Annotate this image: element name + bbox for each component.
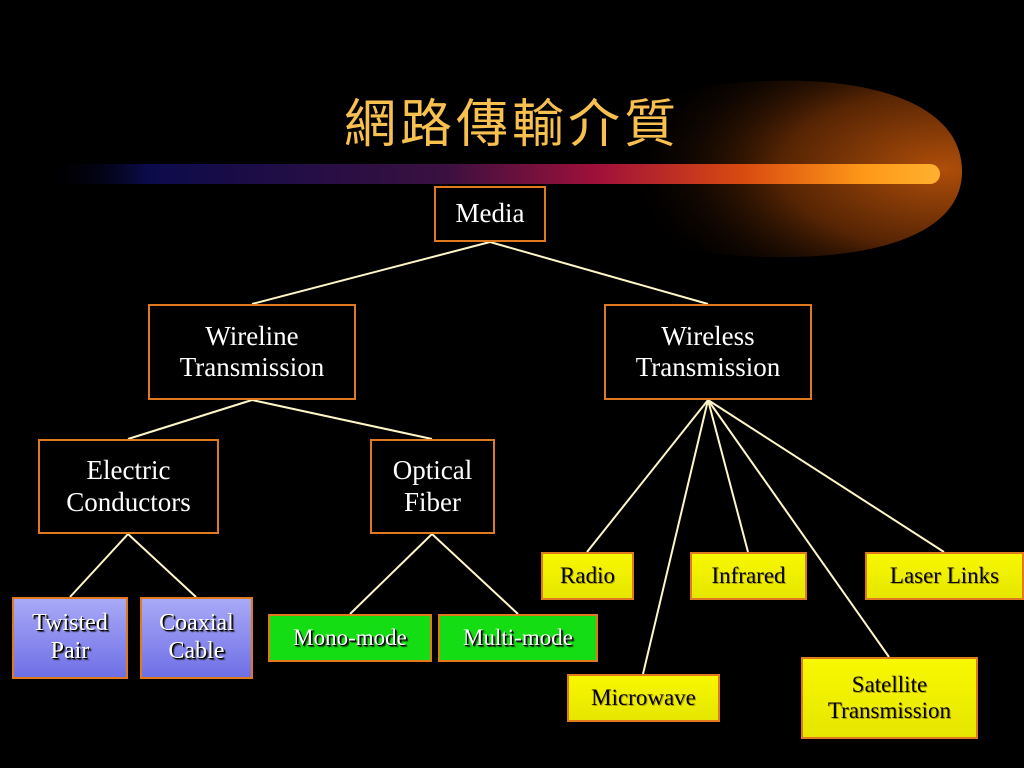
node-electric-conductors: Electric Conductors <box>38 439 219 534</box>
connector-media-wireless <box>489 241 709 305</box>
node-infrared: Infrared <box>690 552 807 600</box>
node-multi-mode: Multi-mode <box>438 614 598 662</box>
connector-optical-mono <box>349 533 433 615</box>
node-mono-mode: Mono-mode <box>268 614 432 662</box>
connector-wireless-satellite <box>707 399 890 658</box>
node-microwave: Microwave <box>567 674 720 722</box>
node-optical-fiber: Optical Fiber <box>370 439 495 534</box>
node-radio: Radio <box>541 552 634 600</box>
connector-media-wireline <box>251 241 491 305</box>
connector-electric-coaxial <box>127 533 197 598</box>
connector-wireless-microwave <box>642 399 709 675</box>
connector-wireless-laser <box>707 399 945 553</box>
connector-wireless-infrared <box>707 399 749 553</box>
connector-wireline-optical <box>251 399 433 440</box>
node-media: Media <box>434 186 546 242</box>
node-wireless-transmission: Wireless Transmission <box>604 304 812 400</box>
node-twisted-pair: Twisted Pair <box>12 597 128 679</box>
connector-wireline-electric <box>127 399 253 440</box>
node-laser-links: Laser Links <box>865 552 1024 600</box>
connector-optical-multi <box>431 533 519 615</box>
node-coaxial-cable: Coaxial Cable <box>140 597 253 679</box>
connector-electric-twisted <box>69 533 129 598</box>
node-wireline-transmission: Wireline Transmission <box>148 304 356 400</box>
connector-wireless-radio <box>586 399 709 553</box>
node-satellite-transmission: Satellite Transmission <box>801 657 978 739</box>
page-title: 網路傳輸介質 <box>343 95 680 155</box>
